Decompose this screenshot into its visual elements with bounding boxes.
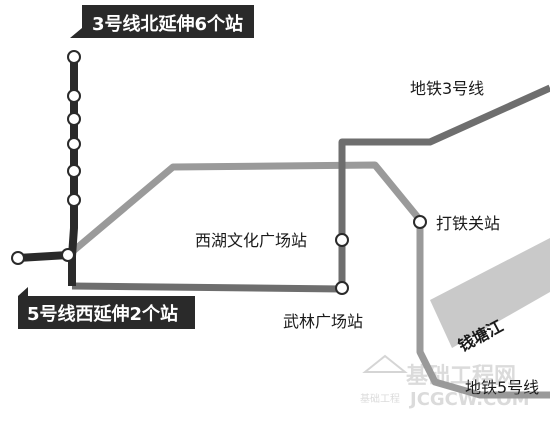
metro-3-label: 地铁3号线 — [410, 79, 484, 98]
watermark-seal: 基础工程 — [360, 392, 400, 405]
station-north-6 — [67, 193, 81, 207]
metro-line-5-existing — [69, 161, 550, 399]
station-west-1 — [11, 251, 25, 265]
station-xihu — [335, 233, 349, 247]
watermark: 基础工程网 基础工程 JCGCW.COM — [360, 354, 530, 410]
watermark-line-1: 基础工程网 — [406, 364, 516, 389]
station-north-4 — [67, 137, 81, 151]
label-north-text: 3号线北延伸6个站 — [92, 13, 243, 35]
station-north-3 — [67, 112, 81, 126]
xihu-station-label: 西湖文化广场站 — [195, 231, 307, 250]
wulin-station-label: 武林广场站 — [283, 312, 363, 331]
watermark-line-2: JCGCW.COM — [408, 389, 530, 410]
station-datieguan — [413, 215, 427, 229]
station-north-5 — [67, 164, 81, 178]
station-west-2 — [61, 248, 75, 262]
station-north-2 — [67, 89, 81, 103]
metro-line-3-existing — [71, 84, 550, 293]
watermark-house-icon — [362, 354, 408, 373]
station-north-1 — [67, 50, 81, 64]
metro-5-label: 地铁5号线 — [465, 378, 539, 397]
line-5-west-extension — [17, 251, 69, 262]
label-west-text: 5号线西延伸2个站 — [27, 303, 178, 325]
label-west-extension: 5号线西延伸2个站 — [18, 287, 195, 329]
station-wulin — [335, 281, 349, 295]
label-north-extension: 3号线北延伸6个站 — [70, 5, 254, 38]
qiantang-river — [430, 238, 550, 348]
datieguan-station-label: 打铁关站 — [436, 214, 500, 233]
